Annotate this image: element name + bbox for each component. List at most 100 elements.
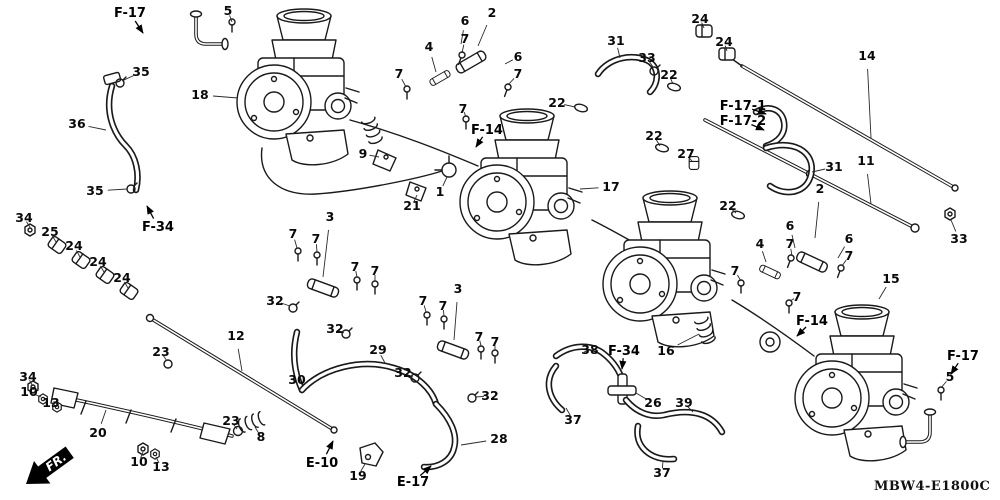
callout-leader-line [76, 250, 81, 258]
part-callout-15: 15 [882, 271, 899, 286]
carburetor-1 [236, 8, 360, 166]
part-callout-7: 7 [459, 101, 468, 116]
callout-leader-line [583, 350, 588, 353]
part-callout-7: 7 [351, 259, 360, 274]
callout-leader-line [751, 123, 765, 131]
callout-leader-line [100, 265, 105, 273]
part-callout-3: 3 [326, 209, 335, 224]
part-callout-34: 34 [19, 369, 37, 384]
callout-leader-line [635, 392, 647, 400]
diagram-line-art [24, 8, 959, 471]
callout-leader-line [701, 22, 705, 29]
callout-leader-line [233, 423, 238, 430]
callout-leader-line [52, 235, 57, 243]
callout-leader-line [100, 409, 107, 424]
callout-leader-line [360, 463, 366, 472]
part-callout-27: 27 [677, 146, 694, 161]
callout-leader-line [761, 251, 767, 263]
callout-leader-line [687, 406, 694, 413]
carb1-fuel-line [260, 116, 457, 202]
callout-leader-line [338, 330, 345, 334]
callout-leader-line [579, 187, 599, 190]
callout-leader-line [325, 440, 334, 455]
callout-leader-line [670, 78, 674, 85]
front-direction-arrow [26, 446, 74, 484]
callout-leader-line [155, 456, 160, 464]
callout-leader-line [507, 78, 515, 86]
part-callout-4: 4 [756, 236, 765, 251]
ref-code-f-17-1: F-17-1 [720, 99, 766, 114]
callout-leader-line [380, 354, 386, 364]
part-callout-13: 13 [42, 395, 59, 410]
part-callout-9: 9 [359, 146, 368, 161]
callout-leader-line [121, 75, 134, 82]
ref-code-f-17: F-17 [947, 349, 979, 364]
callout-leader-line [940, 381, 947, 389]
callout-leader-line [950, 219, 957, 232]
callout-leader-line [790, 248, 793, 257]
callout-leader-line [565, 407, 571, 416]
carburetor-3 [602, 190, 726, 348]
part-callout-24: 24 [113, 270, 131, 285]
callout-leader-line [163, 355, 168, 362]
callout-leader-line [453, 301, 458, 341]
part-callout-29: 29 [369, 342, 386, 357]
part-callout-7: 7 [475, 329, 484, 344]
hoses-30-29-28 [288, 301, 479, 471]
part-callout-3: 3 [454, 281, 463, 296]
callout-leader-line [661, 460, 664, 469]
part-callout-11: 11 [857, 153, 874, 168]
part-callout-19: 19 [349, 468, 366, 483]
part-callout-37: 37 [564, 412, 581, 427]
callout-leader-line [406, 374, 414, 378]
part-callout-32: 32 [266, 293, 283, 308]
part-callout-24: 24 [65, 238, 83, 253]
callout-leader-line [124, 281, 129, 289]
part-callout-5: 5 [224, 3, 233, 18]
callout-leader-line [442, 176, 448, 187]
callout-leader-line [867, 68, 872, 139]
part-callout-1: 1 [436, 184, 445, 199]
callout-leader-line [463, 112, 467, 118]
part-callout-14: 14 [858, 48, 876, 63]
part-callout-7: 7 [419, 293, 428, 308]
part-callout-21: 21 [403, 198, 420, 213]
bracket-19 [359, 442, 384, 467]
part-callout-17: 17 [602, 179, 619, 194]
part-callout-7: 7 [845, 248, 854, 263]
part-callout-22: 22 [548, 95, 565, 110]
part-callout-22: 22 [645, 128, 662, 143]
callout-leader-line [837, 246, 845, 259]
diagram-code: MBW4-E1800C [874, 479, 990, 494]
callout-leader-line [688, 156, 693, 162]
callout-leader-line [401, 78, 407, 88]
callout-leader-line [811, 168, 826, 173]
callout-leader-line [617, 47, 621, 59]
callout-leader-line [479, 340, 482, 347]
callout-leader-line [796, 326, 807, 337]
callout-leader-line [431, 56, 437, 73]
ref-code-e-17: E-17 [397, 475, 429, 490]
callout-leader-line [369, 154, 380, 158]
hose-cluster-bottom [545, 343, 726, 463]
callout-leader-line [789, 298, 795, 302]
part-callout-7: 7 [439, 298, 448, 313]
ref-code-f-14: F-14 [796, 314, 828, 329]
part-callout-6: 6 [461, 13, 470, 28]
part-callout-22: 22 [719, 198, 736, 213]
callout-leader-line [88, 125, 107, 131]
callout-leader-line [33, 393, 42, 398]
callout-leader-line [656, 139, 661, 147]
callout-leader-line [950, 362, 959, 375]
part-callout-10: 10 [20, 384, 38, 399]
part-callout-23: 23 [222, 413, 239, 428]
callout-leader-line [475, 136, 484, 148]
ref-code-f-34: F-34 [142, 220, 174, 235]
part-callout-30: 30 [288, 372, 306, 387]
part-callout-23: 23 [152, 344, 169, 359]
hose-f17-right [654, 105, 815, 221]
callout-leader-line [878, 286, 887, 300]
part-callout-33: 33 [950, 231, 967, 246]
